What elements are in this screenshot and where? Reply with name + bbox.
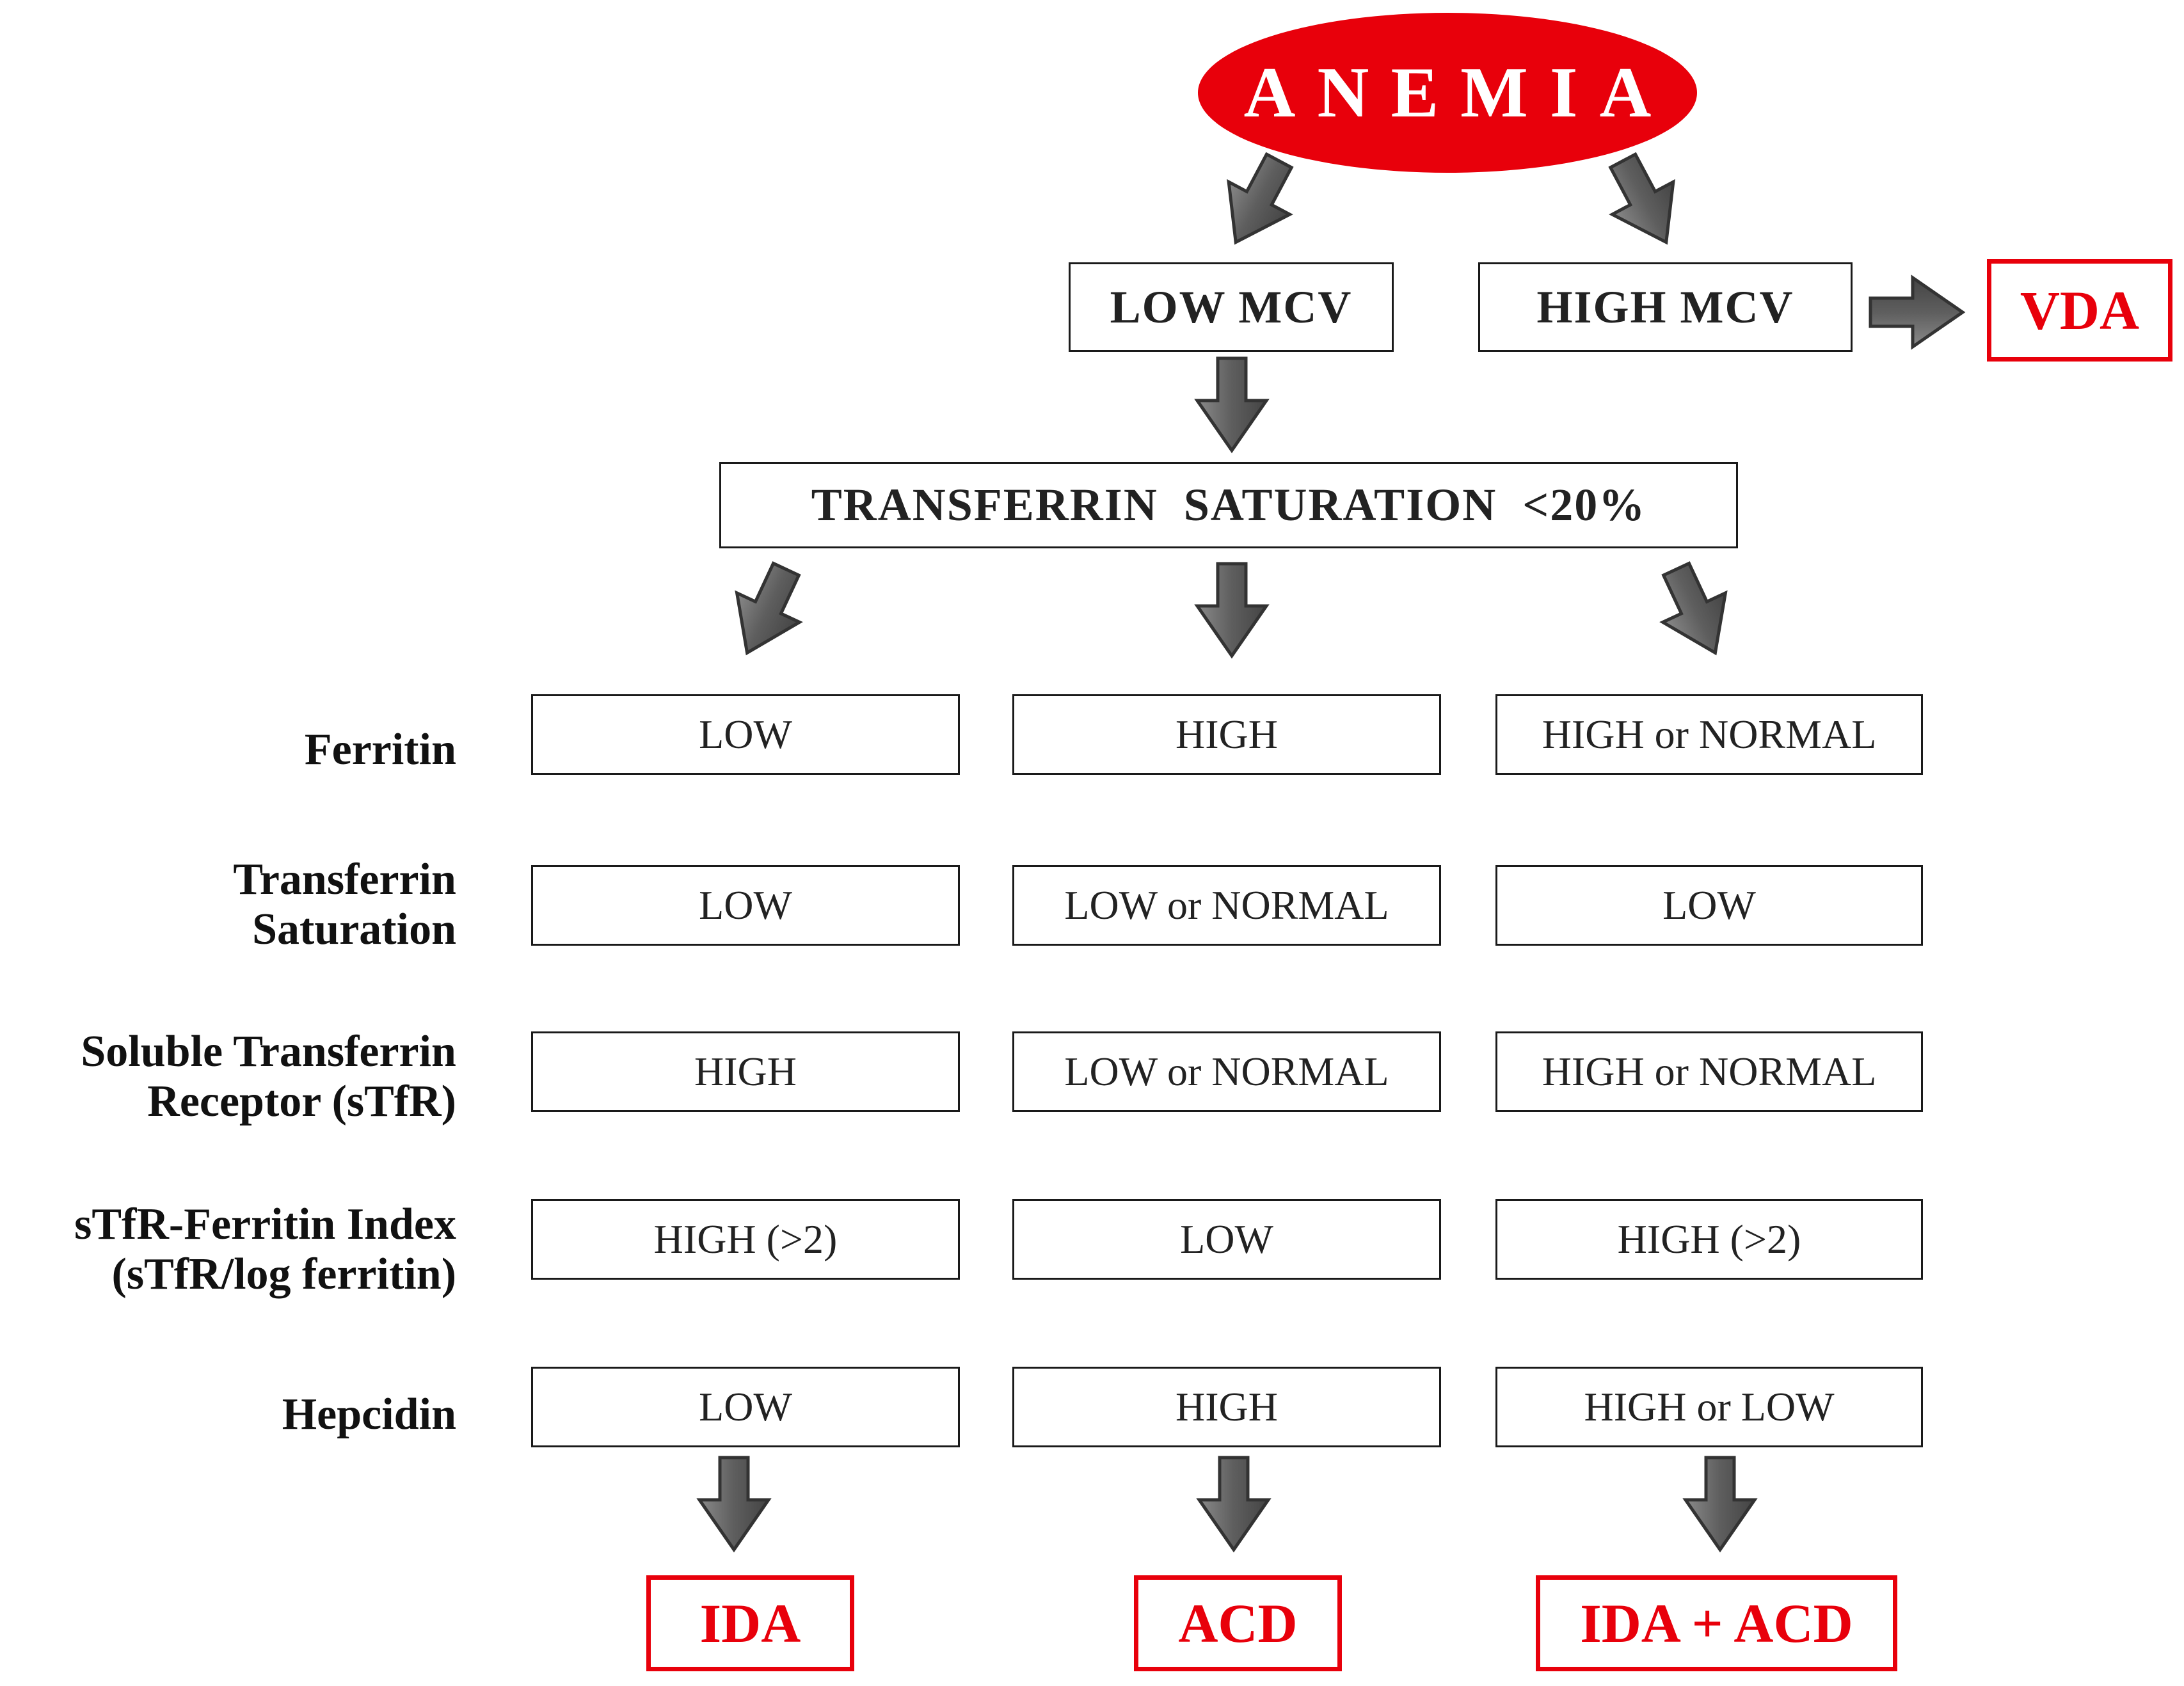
transferrin-saturation-header-box: TRANSFERRIN SATURATION <20% (719, 462, 1738, 548)
transferrin-saturation-header-label: TRANSFERRIN SATURATION <20% (811, 479, 1646, 530)
stfr-ferritin-index-value: LOW (1180, 1216, 1273, 1262)
stfr-ferritin-index-acd-value-box: LOW (1012, 1199, 1441, 1280)
stfr-ferritin-index-ida-acd-value-box: HIGH (>2) (1495, 1199, 1923, 1280)
anemia-root-node: ANEMIA (1198, 13, 1697, 173)
vda-result-label: VDA (2020, 280, 2140, 341)
transferrin-saturation-ida-acd-value-box: LOW (1495, 865, 1923, 946)
transferrin-saturation-label-line: Transferrin (233, 855, 456, 904)
ferritin-value: HIGH or NORMAL (1542, 712, 1877, 757)
soluble-transferrin-receptor-ida-acd-value-box: HIGH or NORMAL (1495, 1031, 1923, 1112)
ferritin-value: LOW (699, 712, 792, 757)
hepcidin-ida-value-box: LOW (531, 1367, 960, 1447)
transferrin-saturation-value: LOW or NORMAL (1064, 882, 1389, 928)
ferritin-value: HIGH (1176, 712, 1278, 757)
soluble-transferrin-receptor-value: HIGH or NORMAL (1542, 1049, 1877, 1094)
ferritin-ida-value-box: LOW (531, 694, 960, 775)
ida-result-label: IDA (699, 1593, 801, 1654)
soluble-transferrin-receptor-value: LOW or NORMAL (1064, 1049, 1389, 1094)
hepcidin-value: LOW (699, 1384, 792, 1429)
col2-to-acd-arrow (1199, 1458, 1268, 1550)
ida-acd-result-box: IDA + ACD (1536, 1575, 1897, 1671)
stfr-ferritin-index-row-label: sTfR-Ferritin Index(sTfR/log ferritin) (74, 1200, 456, 1300)
transferrin-saturation-value: LOW (699, 882, 792, 928)
hepcidin-acd-value-box: HIGH (1012, 1367, 1441, 1447)
vda-result-box: VDA (1987, 259, 2172, 362)
col1-to-ida-arrow (699, 1458, 769, 1550)
stfr-ferritin-index-label-line: sTfR-Ferritin Index (74, 1200, 456, 1249)
tsat-to-col3-arrow (1645, 555, 1747, 667)
tsat-to-col2-arrow (1197, 564, 1266, 656)
hepcidin-label-line: Hepcidin (282, 1390, 456, 1439)
low-mcv-box: LOW MCV (1069, 262, 1394, 352)
soluble-transferrin-receptor-label-line: Receptor (sTfR) (147, 1077, 456, 1126)
soluble-transferrin-receptor-ida-value-box: HIGH (531, 1031, 960, 1112)
stfr-ferritin-index-label-line: (sTfR/log ferritin) (111, 1250, 456, 1299)
high-mcv-to-vda-arrow (1870, 278, 1963, 347)
transferrin-saturation-label-line: Saturation (252, 905, 456, 954)
high-mcv-label: HIGH MCV (1536, 281, 1794, 333)
soluble-transferrin-receptor-value: HIGH (694, 1049, 797, 1094)
soluble-transferrin-receptor-acd-value-box: LOW or NORMAL (1012, 1031, 1441, 1112)
ida-result-box: IDA (646, 1575, 854, 1671)
hepcidin-ida-acd-value-box: HIGH or LOW (1495, 1367, 1923, 1447)
stfr-ferritin-index-ida-value-box: HIGH (>2) (531, 1199, 960, 1280)
anemia-to-low-mcv-arrow (1206, 145, 1310, 258)
low-mcv-to-tsat-arrow (1197, 358, 1266, 450)
hepcidin-value: HIGH (1176, 1384, 1278, 1429)
transferrin-saturation-acd-value-box: LOW or NORMAL (1012, 865, 1441, 946)
stfr-ferritin-index-value: HIGH (>2) (653, 1216, 838, 1262)
acd-result-label: ACD (1178, 1593, 1298, 1654)
ferritin-ida-acd-value-box: HIGH or NORMAL (1495, 694, 1923, 775)
transferrin-saturation-value: LOW (1662, 882, 1756, 928)
hepcidin-row-label: Hepcidin (282, 1390, 456, 1440)
ferritin-label-line: Ferritin (304, 725, 456, 774)
hepcidin-value: HIGH or LOW (1584, 1384, 1835, 1429)
col3-to-ida-acd-arrow (1686, 1458, 1755, 1550)
soluble-transferrin-receptor-label-line: Soluble Transferrin (81, 1027, 456, 1076)
ferritin-acd-value-box: HIGH (1012, 694, 1441, 775)
ida-acd-result-label: IDA + ACD (1580, 1593, 1853, 1654)
tsat-to-col1-arrow (716, 555, 818, 667)
anemia-root-label: ANEMIA (1243, 52, 1673, 132)
low-mcv-label: LOW MCV (1110, 281, 1353, 333)
transferrin-saturation-ida-value-box: LOW (531, 865, 960, 946)
stfr-ferritin-index-value: HIGH (>2) (1617, 1216, 1801, 1262)
acd-result-box: ACD (1134, 1575, 1342, 1671)
ferritin-row-label: Ferritin (305, 725, 456, 775)
high-mcv-box: HIGH MCV (1478, 262, 1853, 352)
anemia-to-high-mcv-arrow (1593, 145, 1697, 258)
